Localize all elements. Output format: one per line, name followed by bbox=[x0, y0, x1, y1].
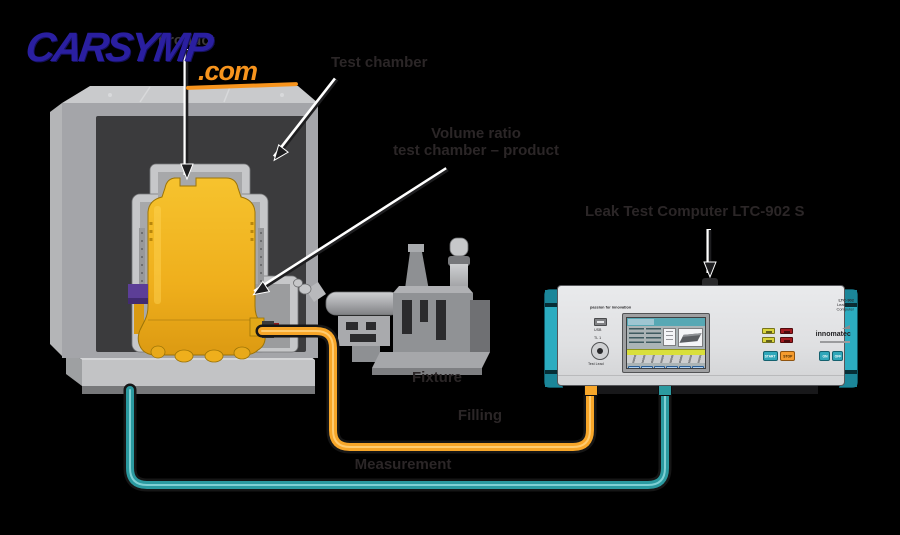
on-button-label: ON bbox=[821, 354, 828, 358]
innomatec-brand-text: innomatec bbox=[815, 330, 851, 338]
device-model-text: LTC-902 Leak Test Computer bbox=[819, 298, 854, 312]
purple-clip bbox=[128, 284, 148, 304]
usb-port-label: USB bbox=[594, 328, 602, 333]
screen-softkey bbox=[679, 366, 692, 368]
product-arrow bbox=[180, 49, 194, 181]
test-lead-connector-icon bbox=[591, 342, 609, 360]
leak-test-computer-label: Leak Test Computer LTC-902 S bbox=[585, 203, 805, 220]
screen-softkey bbox=[628, 366, 640, 368]
part-3d-icon bbox=[679, 333, 702, 343]
logo-brand-text: CARSYMP bbox=[22, 24, 214, 70]
screen-softkey bbox=[653, 366, 666, 368]
measurement-tube bbox=[123, 383, 672, 492]
screen-text-lines bbox=[629, 328, 644, 345]
device-top-bump bbox=[702, 278, 718, 285]
handle-notch bbox=[545, 303, 562, 307]
innomatec-wing-icon bbox=[842, 325, 850, 329]
filling-tube bbox=[255, 324, 597, 454]
handle-notch bbox=[545, 370, 562, 374]
fixture-illustration bbox=[293, 237, 490, 375]
test-chamber-label: Test chamber bbox=[331, 54, 428, 71]
red-indicator-2 bbox=[780, 337, 793, 343]
measurement-label: Measurement bbox=[354, 456, 452, 473]
product-label: Product bbox=[158, 32, 215, 49]
yellow-indicator-2 bbox=[762, 337, 775, 343]
test-chamber-arrow bbox=[272, 77, 339, 162]
test-lead-caption: Test Lead bbox=[588, 362, 604, 367]
leak-test-computer-device: passion for innovation USB TL 1 Test Lea… bbox=[544, 278, 858, 396]
screen-card bbox=[663, 328, 676, 346]
screen-header-bar bbox=[627, 318, 705, 326]
stop-button-label: STOP bbox=[782, 354, 793, 358]
filling-label: Filling bbox=[457, 407, 503, 424]
screen-softkey bbox=[692, 366, 704, 368]
screen-softkey-row bbox=[627, 366, 705, 368]
fixture-label: Fixture bbox=[411, 369, 463, 386]
off-button-label: OFF bbox=[834, 354, 841, 358]
measurement-connector-stub bbox=[658, 385, 672, 396]
screen-text-lines bbox=[646, 328, 661, 345]
device-tagline: passion for innovation bbox=[590, 305, 632, 310]
ltc-arrow bbox=[703, 229, 717, 279]
screen-progress-bar bbox=[627, 349, 705, 355]
usb-port-icon bbox=[594, 318, 607, 326]
model-line1: LTC-902 bbox=[838, 298, 854, 303]
device-front-panel: passion for innovation USB TL 1 Test Lea… bbox=[557, 285, 854, 386]
handle-notch bbox=[840, 303, 857, 307]
volume-ratio-line1: Volume ratio bbox=[431, 125, 521, 142]
panel-seam bbox=[558, 375, 844, 376]
device-touchscreen bbox=[622, 313, 710, 373]
carsymp-logo[interactable]: Product CARSYMP .com bbox=[22, 22, 306, 92]
model-line2: Leak Test Computer bbox=[836, 302, 854, 312]
annotation-arrows bbox=[180, 49, 717, 296]
start-button-label: START bbox=[765, 354, 776, 358]
screen-part-preview bbox=[678, 328, 703, 347]
off-button: OFF bbox=[832, 351, 843, 361]
product-illustration bbox=[128, 177, 279, 363]
device-underside bbox=[584, 386, 818, 394]
screen-header-tab bbox=[628, 319, 654, 325]
screen-hatched-bar bbox=[627, 355, 705, 363]
stop-button: STOP bbox=[780, 351, 795, 361]
handle-notch bbox=[840, 370, 857, 374]
touchscreen-display bbox=[626, 317, 706, 369]
red-indicator-1 bbox=[780, 328, 793, 334]
innomatec-subline bbox=[820, 341, 850, 343]
logo-tld-text: .com bbox=[198, 56, 258, 86]
innomatec-logo: innomatec bbox=[806, 325, 851, 343]
filling-connector-stub bbox=[584, 385, 598, 396]
screen-softkey bbox=[640, 366, 653, 368]
volume-ratio-label: Volume ratio test chamber – product bbox=[393, 125, 559, 159]
start-button: START bbox=[763, 351, 778, 361]
on-button: ON bbox=[819, 351, 830, 361]
volume-ratio-line2: test chamber – product bbox=[393, 142, 559, 159]
test-lead-port-label: TL 1 bbox=[594, 336, 602, 341]
yellow-indicator-1 bbox=[762, 328, 775, 334]
screen-content bbox=[627, 326, 705, 349]
screen-softkey bbox=[666, 366, 679, 368]
volume-ratio-arrow bbox=[252, 167, 449, 296]
